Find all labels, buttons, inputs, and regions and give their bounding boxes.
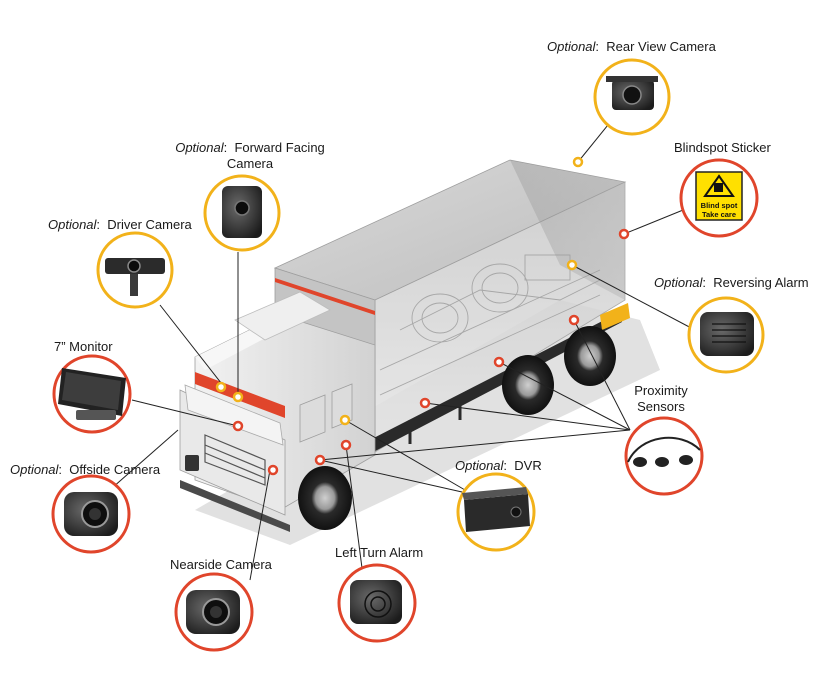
label-reversing-alarm: Optional: Reversing Alarm	[654, 275, 809, 290]
nearside-camera-icon	[174, 572, 254, 652]
sticker-line2: Take care	[702, 210, 736, 219]
offside-camera-icon	[51, 474, 131, 554]
label-driver-camera: Optional: Driver Camera	[48, 217, 192, 232]
label-blindspot-sticker: Blindspot Sticker	[674, 140, 771, 155]
proximity-sensors-icon	[624, 416, 704, 496]
label-left-turn-alarm: Left Turn Alarm	[335, 545, 424, 560]
label-dvr: Optional: DVR	[455, 458, 542, 473]
monitor-icon	[52, 354, 132, 434]
label-rear-view-camera: Optional: Rear View Camera	[547, 39, 716, 54]
label-offside-camera: Optional: Offside Camera	[10, 462, 161, 477]
sticker-line1: Blind spot	[701, 201, 738, 210]
dvr-icon	[456, 472, 536, 552]
label-nearside-camera: Nearside Camera	[170, 557, 272, 572]
forward-camera-icon	[203, 174, 281, 252]
reversing-alarm-icon	[687, 296, 765, 374]
label-monitor: 7” Monitor	[54, 339, 113, 354]
connector-lines	[111, 119, 696, 581]
blindspot-sticker-icon	[679, 158, 759, 238]
driver-camera-icon	[96, 231, 174, 309]
rear-camera-icon	[593, 58, 671, 136]
left-turn-alarm-icon	[337, 563, 417, 643]
marker-dots	[215, 156, 630, 476]
